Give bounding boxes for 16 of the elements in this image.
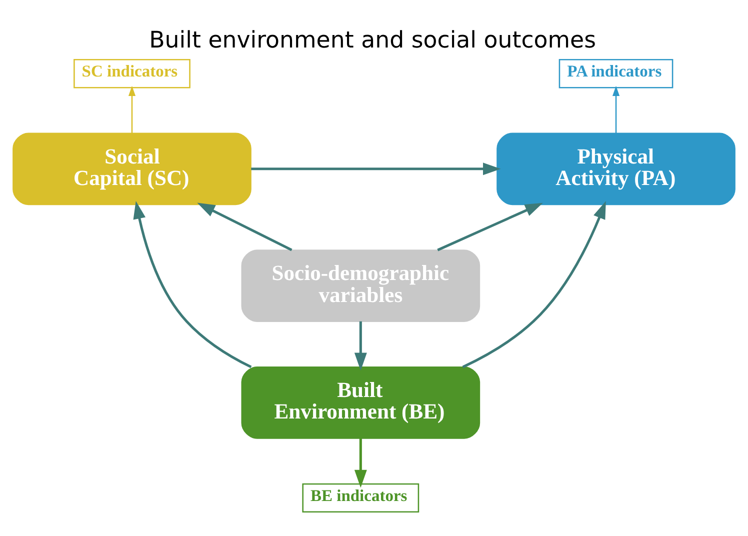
arrow: [354, 438, 367, 488]
diagram-title: Built environment and social outcomes: [149, 27, 596, 54]
arrow: [437, 202, 543, 252]
node-box: Social Capital (SC): [12, 132, 252, 206]
arrow: [197, 202, 292, 252]
arrow: [251, 162, 501, 176]
node-box: PA indicators: [558, 59, 674, 88]
node-box: Built Environment (BE): [241, 366, 480, 439]
node-box: SC indicators: [74, 59, 190, 88]
arrow: [133, 201, 252, 368]
node-box: BE indicators: [302, 483, 420, 513]
arrow: [612, 86, 620, 134]
arrow: [354, 321, 367, 371]
arrow: [462, 200, 606, 368]
arrow: [128, 86, 136, 134]
node-box: Physical Activity (PA): [496, 132, 736, 206]
